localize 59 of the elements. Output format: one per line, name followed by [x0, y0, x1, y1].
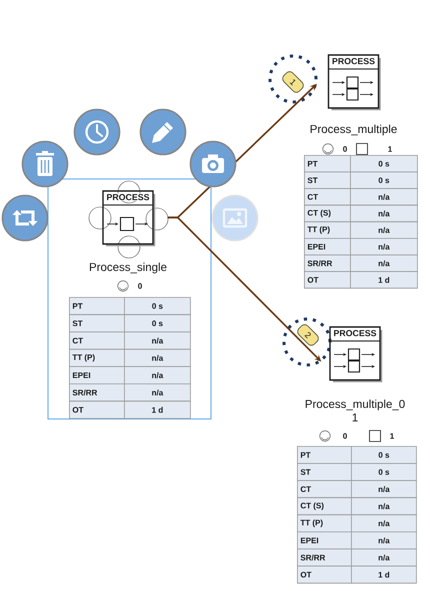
table-cell: 1 d: [350, 271, 418, 289]
table-cell: n/a: [351, 548, 417, 566]
table-cell: 0 s: [124, 314, 191, 332]
table-cell: SR/RR: [297, 548, 352, 566]
process-box: PROCESS: [328, 54, 381, 110]
table-cell: CT (S): [304, 204, 351, 222]
table-cell: n/a: [124, 348, 191, 367]
table-cell: CT: [69, 332, 125, 350]
table-cell: ST: [304, 172, 351, 189]
process-name: Process_multiple_0 1: [306, 400, 405, 422]
table-cell: n/a: [351, 514, 417, 532]
process-name: Process_multiple: [310, 124, 397, 136]
process-box: PROCESS: [329, 326, 382, 382]
table-cell: 0 s: [350, 172, 418, 189]
table-cell: ST: [69, 314, 125, 332]
table-cell: 0 s: [124, 297, 191, 316]
table-cell: PT: [297, 446, 352, 464]
table-cell: CT: [297, 480, 352, 498]
counter-value: 0: [343, 146, 347, 152]
table-cell: TT (P): [297, 514, 352, 532]
table-cell: 1 d: [124, 400, 191, 419]
process-name: Process_single: [90, 262, 166, 274]
table-cell: n/a: [350, 204, 418, 222]
table-cell: EPEI: [297, 532, 352, 550]
table-cell: OT: [69, 400, 125, 419]
table-cell: OT: [304, 271, 351, 289]
table-cell: EPEI: [69, 366, 125, 384]
table-cell: SR/RR: [304, 254, 351, 272]
table-cell: n/a: [351, 532, 417, 550]
table-cell: n/a: [350, 221, 418, 239]
number-label: 2: [304, 332, 311, 338]
table-cell: n/a: [124, 332, 191, 350]
table-cell: 0 s: [351, 446, 417, 464]
table-cell: ST: [297, 463, 352, 481]
table-cell: CT (S): [297, 497, 352, 516]
counter-value: 1: [388, 146, 392, 152]
table-cell: CT: [304, 188, 351, 206]
table-cell: SR/RR: [69, 384, 125, 402]
table-cell: 0 s: [350, 155, 418, 172]
counter-value: 0: [343, 433, 347, 439]
table-cell: n/a: [351, 497, 417, 516]
table-cell: 0 s: [351, 463, 417, 481]
table-cell: n/a: [124, 366, 191, 384]
number-label: 1: [290, 80, 296, 86]
counter-value: 1: [390, 433, 394, 439]
table-cell: PT: [304, 155, 351, 172]
table-cell: n/a: [350, 238, 418, 256]
table-cell: 1 d: [351, 566, 417, 584]
table-cell: TT (P): [69, 348, 125, 367]
table-cell: n/a: [351, 480, 417, 498]
table-cell: OT: [297, 566, 352, 584]
table-cell: EPEI: [304, 238, 351, 256]
table-cell: n/a: [350, 254, 418, 272]
table-cell: n/a: [124, 384, 191, 402]
table-cell: PT: [69, 297, 125, 316]
process-box: PROCESS: [102, 190, 156, 246]
table-cell: n/a: [350, 188, 418, 206]
counter-value: 0: [138, 283, 142, 289]
table-cell: TT (P): [304, 221, 351, 239]
